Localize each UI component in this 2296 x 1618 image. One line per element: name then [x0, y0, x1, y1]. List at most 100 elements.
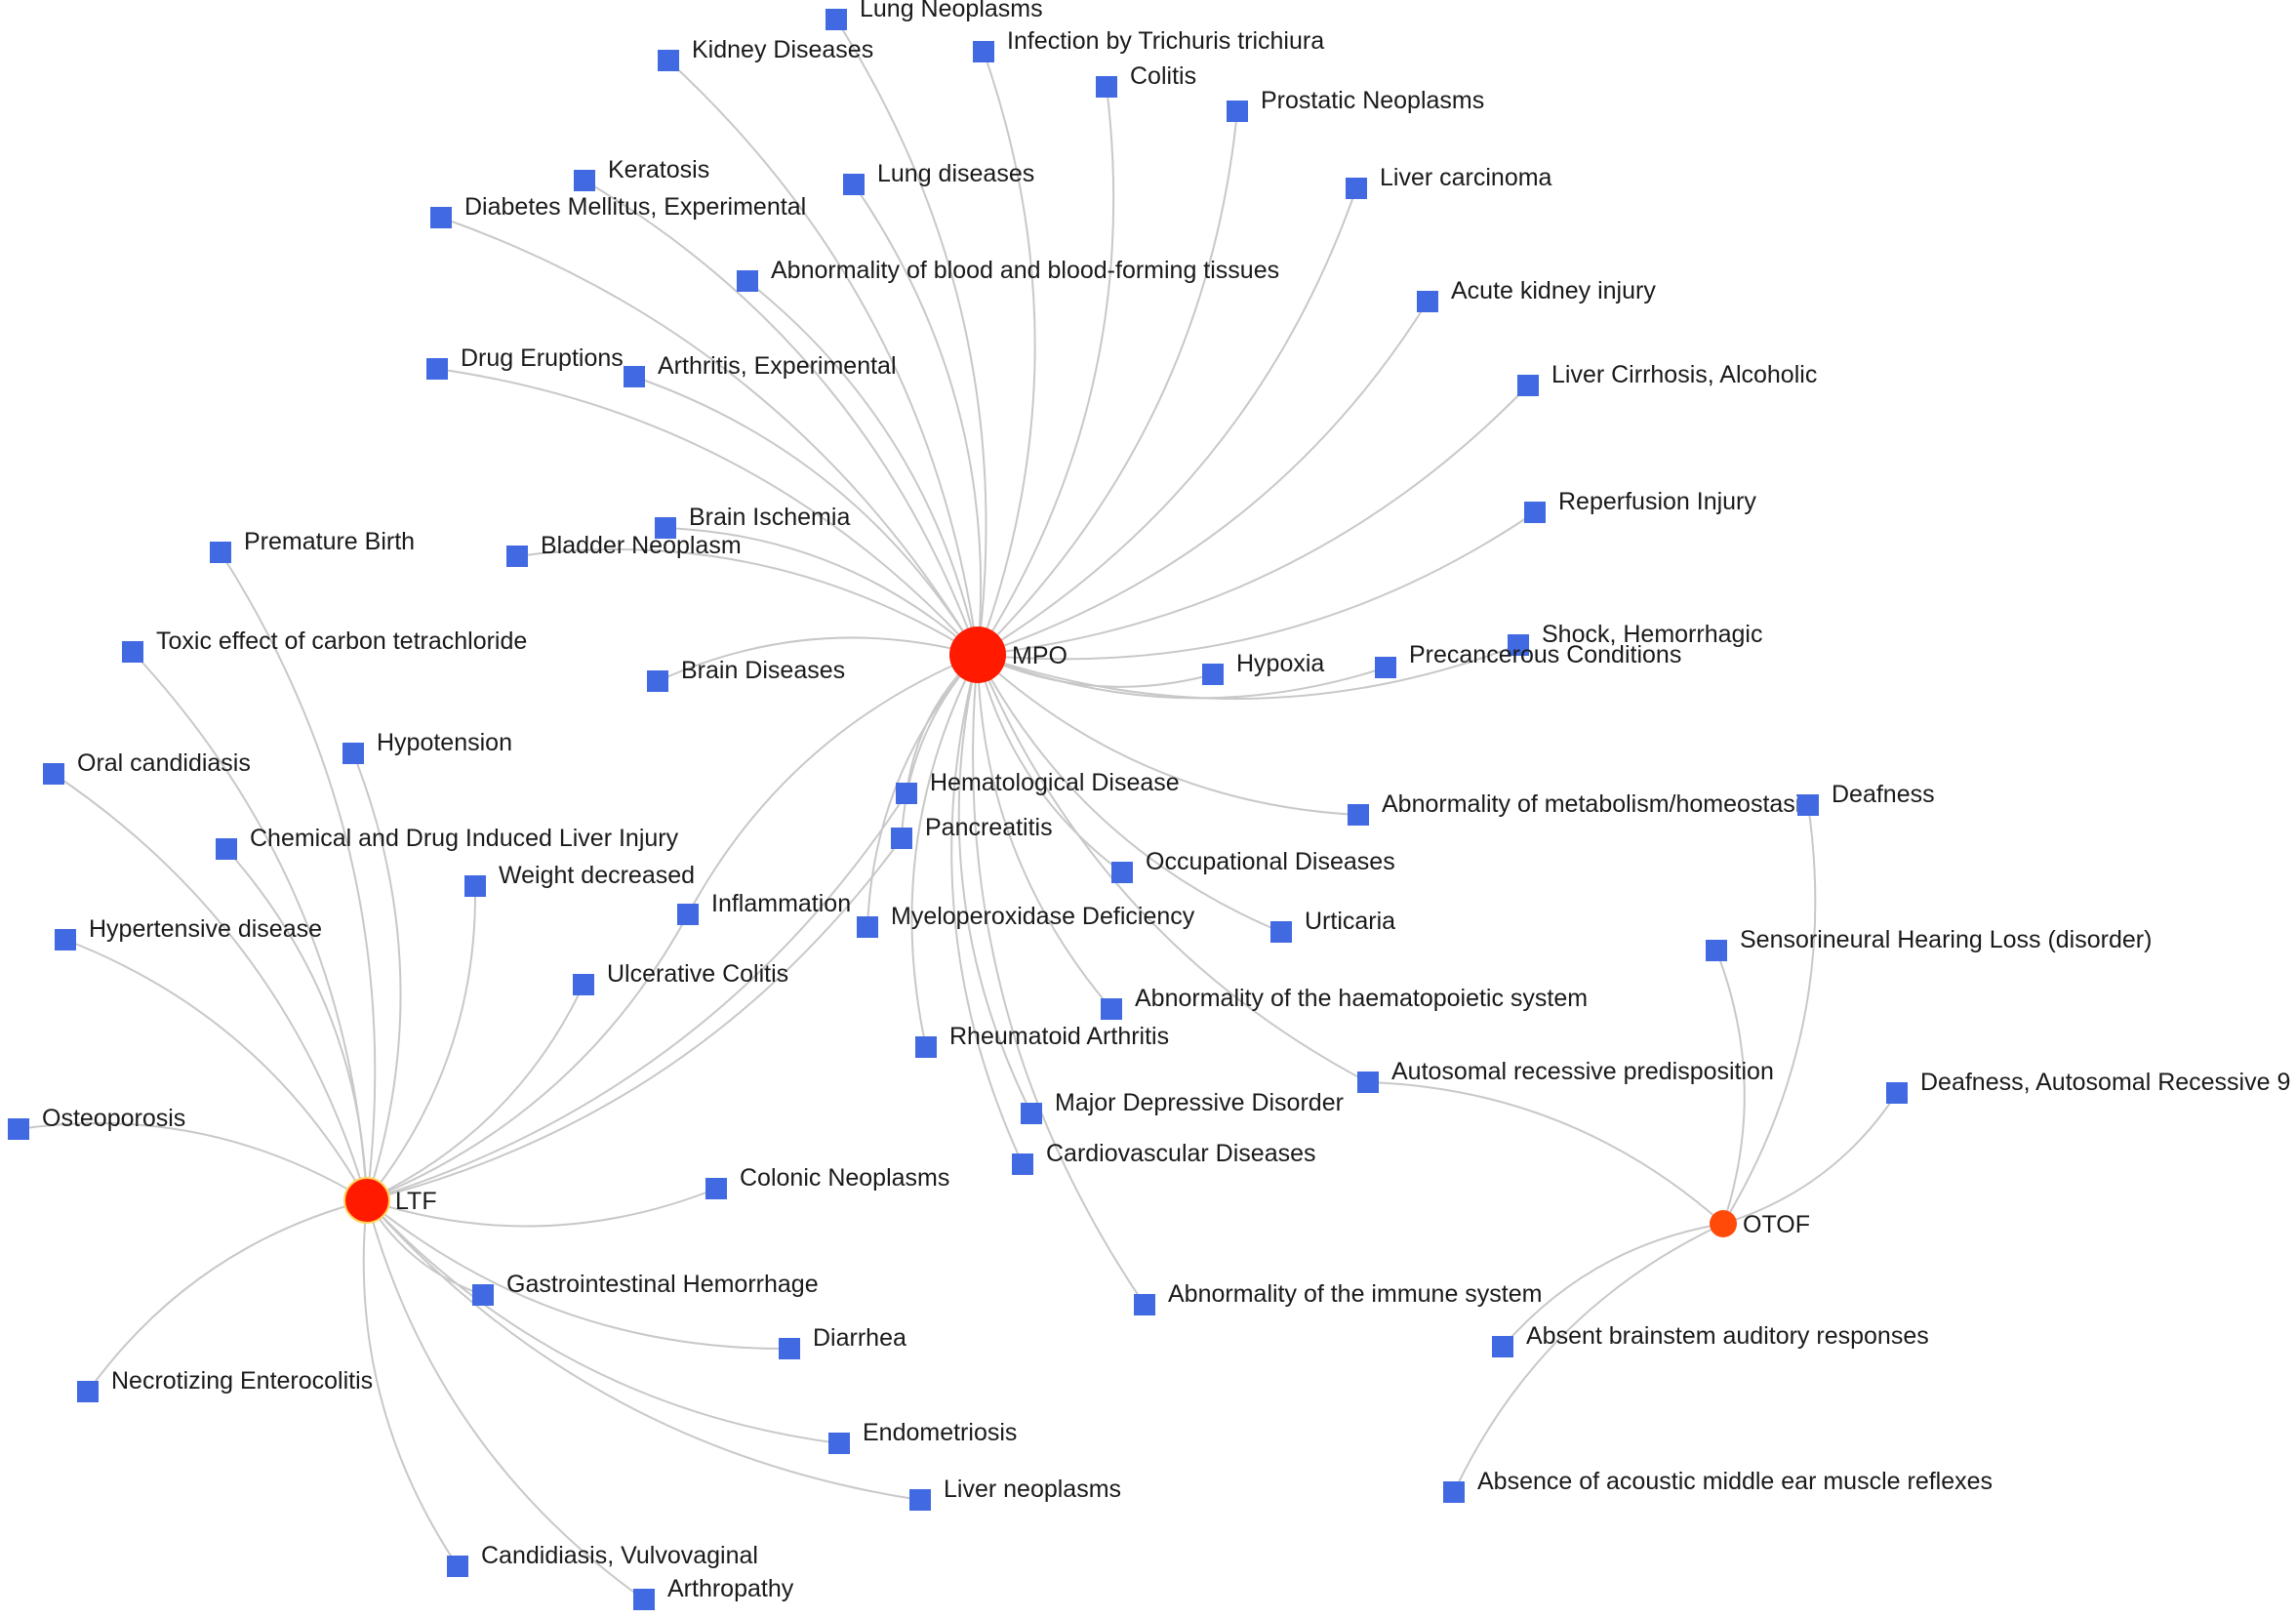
- disease-node[interactable]: Liver Cirrhosis, Alcoholic: [1517, 361, 1817, 396]
- disease-node[interactable]: Abnormality of metabolism/homeostasis: [1348, 790, 1813, 826]
- disease-square[interactable]: [430, 207, 452, 228]
- disease-square[interactable]: [447, 1556, 468, 1577]
- disease-node[interactable]: Necrotizing Enterocolitis: [77, 1367, 373, 1402]
- disease-square[interactable]: [779, 1338, 800, 1359]
- disease-square[interactable]: [1886, 1082, 1908, 1104]
- disease-square[interactable]: [1492, 1336, 1513, 1357]
- disease-square[interactable]: [1357, 1072, 1379, 1093]
- disease-node[interactable]: Sensorineural Hearing Loss (disorder): [1706, 926, 2152, 961]
- disease-square[interactable]: [1111, 862, 1133, 883]
- disease-square[interactable]: [647, 670, 668, 692]
- disease-node[interactable]: Colonic Neoplasms: [705, 1164, 949, 1199]
- disease-square[interactable]: [1012, 1153, 1033, 1175]
- gene-circle[interactable]: [949, 627, 1006, 683]
- disease-node[interactable]: Arthritis, Experimental: [624, 352, 897, 387]
- disease-square[interactable]: [55, 929, 76, 951]
- disease-node[interactable]: Keratosis: [574, 156, 709, 191]
- disease-square[interactable]: [843, 174, 865, 195]
- disease-square[interactable]: [655, 517, 676, 539]
- disease-square[interactable]: [216, 838, 237, 860]
- disease-node[interactable]: Absence of acoustic middle ear muscle re…: [1443, 1468, 1993, 1503]
- disease-square[interactable]: [1202, 664, 1224, 685]
- disease-square[interactable]: [1443, 1481, 1465, 1503]
- disease-square[interactable]: [210, 542, 231, 563]
- disease-node[interactable]: Diabetes Mellitus, Experimental: [430, 193, 806, 228]
- disease-square[interactable]: [1508, 634, 1529, 656]
- disease-square[interactable]: [633, 1589, 655, 1610]
- disease-node[interactable]: Rheumatoid Arthritis: [915, 1023, 1169, 1058]
- disease-node[interactable]: Abnormality of the immune system: [1134, 1280, 1542, 1315]
- disease-node[interactable]: Deafness, Autosomal Recessive 9: [1886, 1069, 2290, 1104]
- disease-square[interactable]: [1134, 1294, 1155, 1315]
- disease-node[interactable]: Absent brainstem auditory responses: [1492, 1322, 1929, 1357]
- disease-square[interactable]: [573, 974, 594, 995]
- disease-square[interactable]: [1227, 101, 1248, 122]
- disease-node[interactable]: Weight decreased: [464, 862, 695, 897]
- disease-square[interactable]: [677, 904, 699, 925]
- disease-square[interactable]: [472, 1284, 494, 1306]
- disease-square[interactable]: [1021, 1103, 1042, 1124]
- disease-square[interactable]: [426, 358, 448, 380]
- disease-node[interactable]: Occupational Diseases: [1111, 848, 1395, 883]
- disease-node[interactable]: Hypertensive disease: [55, 915, 322, 951]
- disease-node[interactable]: Ulcerative Colitis: [573, 960, 788, 995]
- disease-node[interactable]: Endometriosis: [828, 1419, 1017, 1454]
- disease-node[interactable]: Myeloperoxidase Deficiency: [857, 903, 1195, 938]
- disease-node[interactable]: Hypoxia: [1202, 650, 1324, 685]
- disease-node[interactable]: Liver carcinoma: [1346, 164, 1552, 199]
- disease-node[interactable]: Chemical and Drug Induced Liver Injury: [216, 825, 679, 860]
- disease-node[interactable]: Kidney Diseases: [658, 36, 873, 71]
- disease-node[interactable]: Brain Ischemia: [655, 504, 850, 539]
- disease-node[interactable]: Liver neoplasms: [909, 1476, 1121, 1511]
- disease-node[interactable]: Prostatic Neoplasms: [1227, 87, 1484, 122]
- disease-square[interactable]: [574, 170, 595, 191]
- disease-node[interactable]: Brain Diseases: [647, 657, 845, 692]
- disease-node[interactable]: Bladder Neoplasm: [506, 532, 742, 567]
- disease-node[interactable]: Cardiovascular Diseases: [1012, 1140, 1316, 1175]
- disease-square[interactable]: [77, 1381, 99, 1402]
- disease-node[interactable]: Lung diseases: [843, 160, 1034, 195]
- disease-square[interactable]: [1517, 375, 1539, 396]
- disease-square[interactable]: [43, 763, 64, 785]
- disease-square[interactable]: [896, 783, 917, 804]
- disease-square[interactable]: [891, 828, 912, 849]
- disease-node[interactable]: Hypotension: [342, 729, 512, 764]
- disease-node[interactable]: Precancerous Conditions: [1375, 641, 1681, 678]
- disease-node[interactable]: Osteoporosis: [8, 1105, 185, 1140]
- gene-node-otof[interactable]: OTOF: [1710, 1210, 1810, 1238]
- disease-node[interactable]: Deafness: [1797, 781, 1935, 816]
- disease-node[interactable]: Colitis: [1096, 62, 1196, 98]
- disease-node[interactable]: Shock, Hemorrhagic: [1508, 621, 1762, 656]
- disease-node[interactable]: Urticaria: [1270, 908, 1395, 943]
- disease-square[interactable]: [737, 270, 758, 292]
- disease-node[interactable]: Oral candidiasis: [43, 749, 251, 785]
- gene-circle[interactable]: [343, 1177, 390, 1224]
- disease-node[interactable]: Gastrointestinal Hemorrhage: [472, 1271, 819, 1306]
- gene-node-ltf[interactable]: LTF: [343, 1177, 437, 1224]
- disease-node[interactable]: Lung Neoplasms: [826, 0, 1043, 30]
- disease-square[interactable]: [1706, 940, 1727, 961]
- disease-square[interactable]: [342, 743, 364, 764]
- disease-node[interactable]: Candidiasis, Vulvovaginal: [447, 1542, 758, 1577]
- disease-square[interactable]: [1096, 76, 1117, 98]
- disease-square[interactable]: [826, 9, 847, 30]
- disease-node[interactable]: Premature Birth: [210, 528, 415, 563]
- disease-square[interactable]: [1348, 804, 1369, 826]
- disease-square[interactable]: [1346, 178, 1367, 199]
- disease-square[interactable]: [1101, 998, 1122, 1020]
- disease-square[interactable]: [1417, 291, 1438, 312]
- disease-square[interactable]: [973, 41, 994, 62]
- disease-node[interactable]: Hematological Disease: [896, 769, 1180, 804]
- disease-square[interactable]: [915, 1036, 937, 1058]
- disease-node[interactable]: Toxic effect of carbon tetrachloride: [122, 627, 527, 663]
- disease-node[interactable]: Drug Eruptions: [426, 344, 624, 380]
- disease-node[interactable]: Arthropathy: [633, 1575, 794, 1610]
- disease-square[interactable]: [658, 50, 679, 71]
- disease-square[interactable]: [464, 875, 486, 897]
- disease-node[interactable]: Major Depressive Disorder: [1021, 1089, 1344, 1124]
- disease-node[interactable]: Diarrhea: [779, 1324, 906, 1359]
- disease-square[interactable]: [624, 366, 645, 387]
- disease-node[interactable]: Reperfusion Injury: [1524, 488, 1756, 523]
- disease-node[interactable]: Abnormality of the haematopoietic system: [1101, 985, 1588, 1020]
- disease-node[interactable]: Infection by Trichuris trichiura: [973, 27, 1324, 62]
